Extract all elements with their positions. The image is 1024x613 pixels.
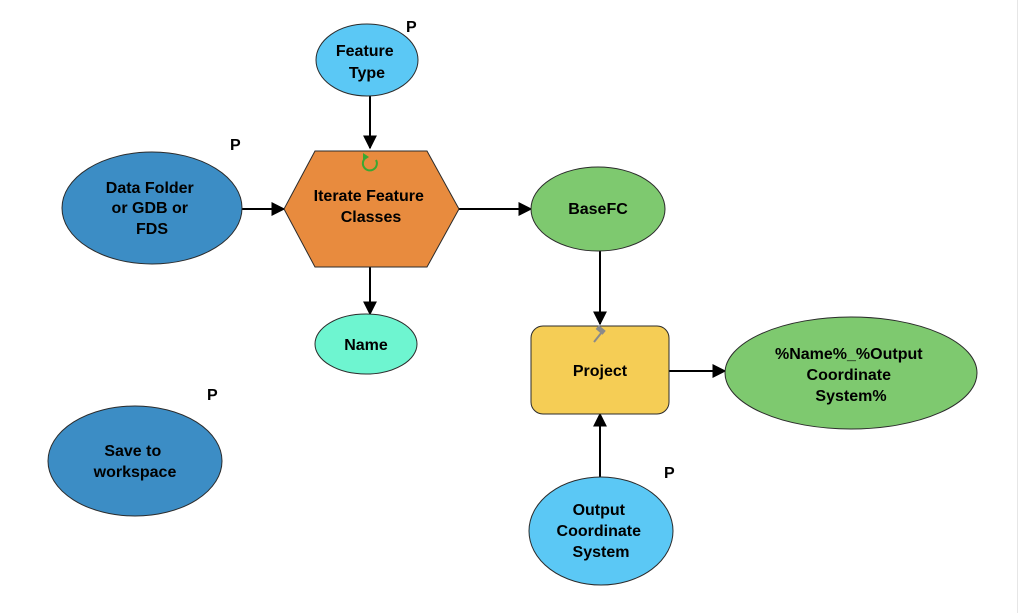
node-data-folder[interactable]: Data Folder or GDB or FDS P (61, 137, 243, 265)
data-folder-param-marker: P (230, 137, 241, 154)
feature-type-label: Feature Type (336, 43, 398, 82)
out-cs-label: Output Coordinate System (557, 502, 646, 561)
iterate-label: Iterate Feature Classes (314, 188, 429, 226)
out-cs-param-marker: P (664, 465, 675, 482)
node-basefc[interactable]: BaseFC (530, 166, 666, 252)
save-ws-shape (47, 405, 223, 517)
node-save-to-workspace[interactable]: Save to workspace P (47, 387, 223, 517)
name-shape (314, 313, 418, 375)
hammer-icon (593, 325, 606, 343)
project-shape (530, 325, 670, 415)
project-label: Project (573, 363, 628, 380)
iterator-icon (361, 153, 378, 172)
basefc-label: BaseFC (568, 201, 628, 218)
iterate-shape (283, 150, 460, 268)
feature-type-param-marker: P (406, 19, 417, 36)
node-feature-type[interactable]: Feature Type P (315, 19, 419, 97)
canvas-right-border (1017, 0, 1018, 613)
feature-type-shape (315, 23, 419, 97)
name-label: Name (344, 337, 388, 354)
connectors (242, 93, 727, 477)
node-name[interactable]: Name (314, 313, 418, 375)
node-output-coordinate-system[interactable]: Output Coordinate System P (528, 465, 675, 586)
basefc-shape (530, 166, 666, 252)
out-cs-shape (528, 476, 674, 586)
node-iterate-feature-classes[interactable]: Iterate Feature Classes (283, 150, 460, 268)
data-folder-label: Data Folder or GDB or FDS (106, 180, 198, 238)
output-name-label: %Name%_%Output Coordinate System% (775, 346, 927, 405)
save-ws-param-marker: P (207, 387, 218, 404)
output-name-shape (724, 316, 978, 430)
data-folder-shape (61, 151, 243, 265)
save-ws-label: Save to workspace (93, 443, 177, 481)
node-project[interactable]: Project (530, 325, 670, 415)
node-output-feature-class[interactable]: %Name%_%Output Coordinate System% (724, 316, 978, 430)
